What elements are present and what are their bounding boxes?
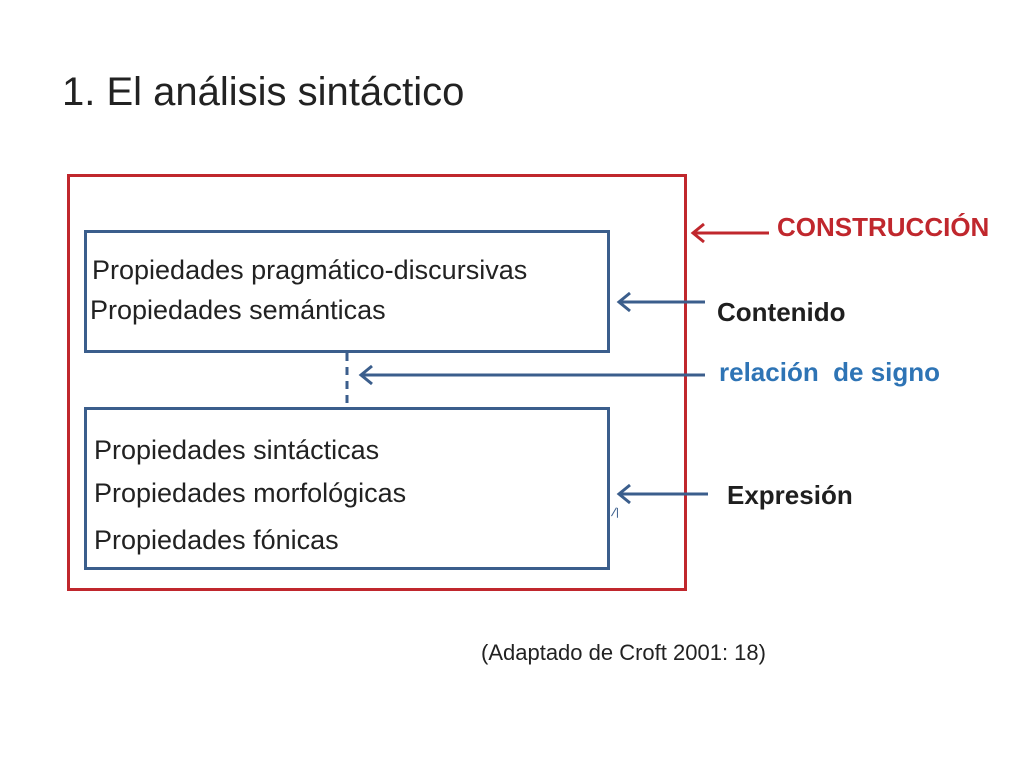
content-line-semantic: Propiedades semánticas [90,295,386,325]
slide-title: 1. El análisis sintáctico [62,70,465,114]
content-label: Contenido [717,297,846,327]
expression-label: Expresión [727,480,853,510]
expression-arrow [616,483,708,505]
content-arrow [616,291,705,313]
expression-line-morphological: Propiedades morfológicas [94,478,407,508]
content-line-pragmatic: Propiedades pragmático-discursivas [92,255,528,285]
expression-box [84,407,610,570]
source-note: (Adaptado de Croft 2001: 18) [481,640,766,665]
sign-relation-arrow [358,364,705,386]
construction-label: CONSTRUCCIÓN [777,212,990,242]
content-box [84,230,610,353]
expression-line-phonic: Propiedades fónicas [94,525,339,555]
sign-relation-label: relación de signo [719,357,941,387]
construction-box [67,174,687,591]
construction-arrow [690,222,769,244]
expression-line-syntactic: Propiedades sintácticas [94,435,380,465]
